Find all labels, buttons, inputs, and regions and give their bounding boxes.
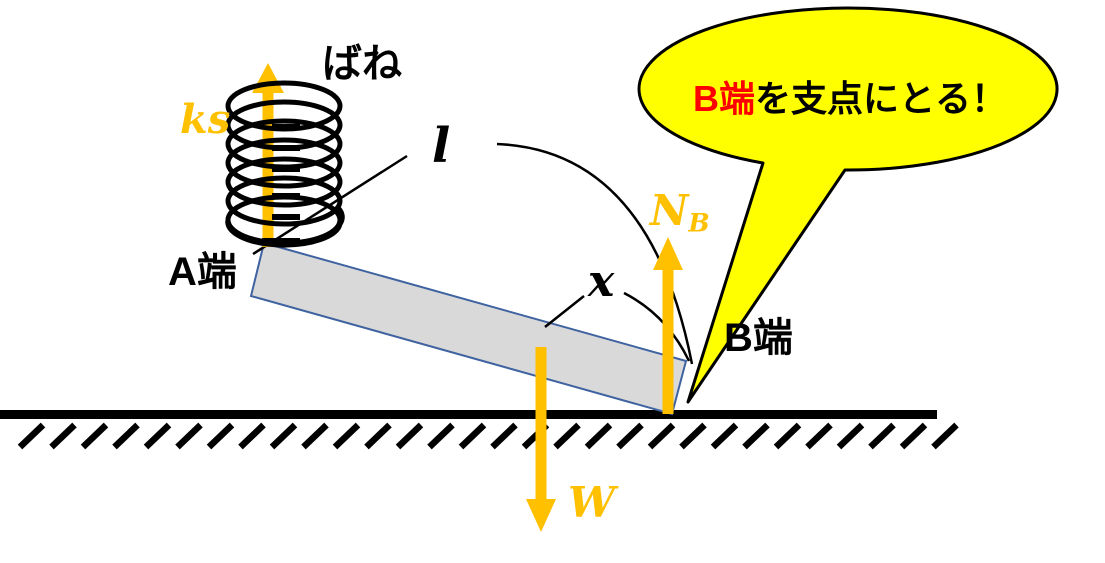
spring-force-arrow-head: [252, 63, 284, 93]
ground-hatch: [17, 422, 959, 450]
weight-arrow-head: [526, 499, 556, 532]
spring-force-label: ks: [180, 96, 231, 143]
distance-x-label: x: [588, 256, 615, 307]
normal-force-arrow: [653, 237, 683, 414]
length-l-leader-arc: [496, 142, 694, 365]
normal-force-symbol: N: [650, 186, 689, 235]
callout-text-rest: を支点にとる！: [754, 78, 1007, 119]
distance-x-leader-left: [544, 295, 585, 328]
end-b-label: B端: [724, 316, 793, 360]
ground-line: [0, 410, 937, 419]
callout-text: B端を支点にとる！: [640, 70, 1060, 122]
distance-x-leader-right: [623, 291, 691, 362]
normal-force-label: NB: [650, 190, 710, 236]
weight-arrow: [526, 347, 556, 532]
beam-length-label: l: [432, 118, 451, 174]
beam: [249, 241, 688, 416]
spring-name-label: ばね: [322, 42, 402, 86]
spring-coil: [225, 80, 345, 248]
spring-coil-dashes: [262, 124, 300, 244]
callout-text-highlight: B端: [692, 78, 755, 119]
normal-force-subscript: B: [688, 207, 710, 238]
weight-label: W: [568, 478, 616, 527]
callout-bubble: [637, 6, 1059, 404]
end-a-label: A端: [168, 250, 237, 294]
normal-force-arrow-head: [653, 237, 683, 270]
